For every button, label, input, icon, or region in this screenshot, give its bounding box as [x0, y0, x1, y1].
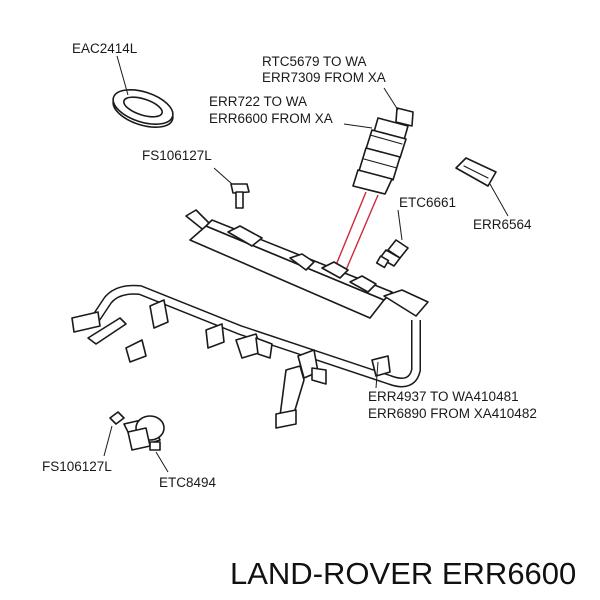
label-err4937: ERR4937 TO WA410481 [368, 389, 519, 404]
leader-bolt-top [213, 167, 233, 185]
mounting-bracket [275, 365, 305, 429]
label-err722: ERR722 TO WA [209, 94, 307, 109]
leader-bolt-bottom [103, 425, 113, 457]
label-rtc5679: RTC5679 TO WA [262, 54, 367, 69]
retaining-clip [455, 157, 497, 187]
label-fs106127l-bottom: FS106127L [42, 459, 112, 474]
label-etc8494: ETC8494 [159, 475, 217, 490]
leader-o-ring [116, 55, 129, 96]
label-err7309: ERR7309 FROM XA [262, 70, 386, 85]
label-eac2414l: EAC2414L [72, 41, 138, 56]
pressure-regulator [109, 411, 165, 451]
label-err6890: ERR6890 FROM XA410482 [368, 406, 537, 421]
pressure-sensor [375, 239, 409, 269]
leader-sensor [397, 209, 403, 241]
leader-injector-rtc [383, 87, 399, 111]
highlight-line-b [345, 194, 379, 271]
label-err6600-from: ERR6600 FROM XA [209, 111, 333, 126]
leader-injector-err722 [343, 123, 373, 129]
o-ring-seal [112, 89, 174, 128]
fuel-rail [185, 209, 429, 319]
brand-part-number: LAND-ROVER ERR6600 [230, 556, 576, 591]
highlight-line-a [333, 191, 367, 271]
leader-pipe [375, 361, 379, 389]
leader-regulator [155, 451, 169, 473]
label-etc6661: ETC6661 [399, 195, 456, 210]
bolt-top [230, 183, 250, 209]
fuel-injector [352, 107, 414, 195]
label-err6564: ERR6564 [473, 217, 532, 232]
label-fs106127l-top: FS106127L [142, 148, 212, 163]
leader-clip [489, 183, 509, 217]
fuel-pipe [71, 284, 421, 388]
